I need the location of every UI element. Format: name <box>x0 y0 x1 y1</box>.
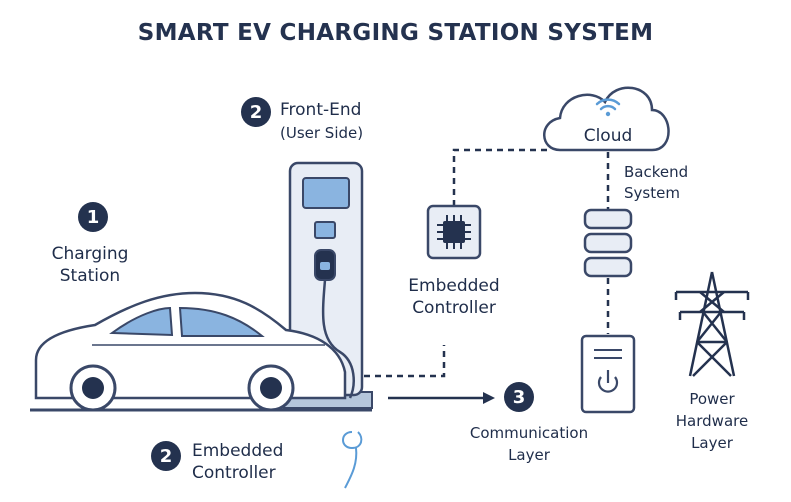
label-power: Power <box>689 390 735 408</box>
label-embedded-mid: Embedded <box>408 276 500 296</box>
connector-charger-chip <box>364 345 446 378</box>
label-embedded-bottom: Embedded <box>192 441 284 461</box>
label-hardware: Hardware <box>675 412 749 430</box>
plug-cable-icon <box>342 431 363 489</box>
label-layer: Layer <box>508 446 550 464</box>
wifi-icon <box>595 98 621 117</box>
badge-charging-station: 1 <box>78 202 108 232</box>
power-tower-icon <box>674 271 750 377</box>
label-controller-bottom: Controller <box>192 463 276 483</box>
label-user-side: (User Side) <box>280 124 364 142</box>
label-charging: Charging <box>51 244 129 264</box>
page-title: SMART EV CHARGING STATION SYSTEM <box>137 20 654 46</box>
label-backend: Backend <box>624 163 689 181</box>
charging-cable <box>321 279 355 399</box>
label-front-end: Front-End <box>280 100 362 120</box>
server-stack-icon <box>583 208 633 278</box>
label-controller-mid: Controller <box>412 298 496 318</box>
label-communication: Communication <box>469 424 589 442</box>
badge-front-end: 2 <box>241 97 271 127</box>
label-system: System <box>624 184 680 202</box>
arrowhead-icon <box>483 392 495 404</box>
label-cloud: Cloud <box>583 126 633 146</box>
badge-embedded-controller: 2 <box>151 441 181 471</box>
connector-chip-cloud <box>452 148 548 206</box>
chip-icon <box>426 204 482 260</box>
label-power-layer: Layer <box>691 434 733 452</box>
computer-tower-icon <box>580 334 636 414</box>
car-icon <box>34 291 347 412</box>
badge-communication: 3 <box>504 382 534 412</box>
label-station: Station <box>59 266 121 286</box>
